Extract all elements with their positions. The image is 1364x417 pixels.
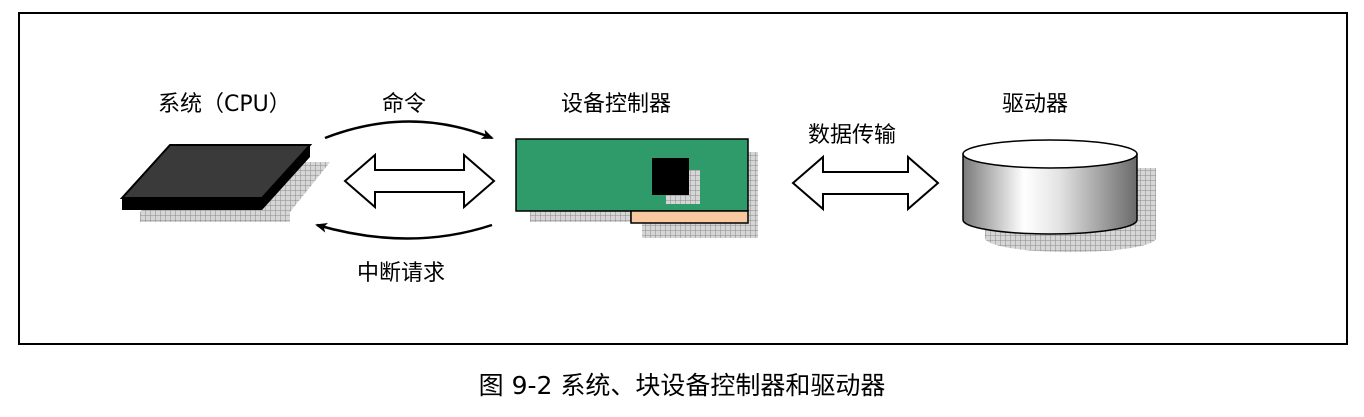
- bidirectional-arrow-left: [343, 152, 496, 210]
- command-label: 命令: [382, 92, 427, 117]
- interrupt-label: 中断请求: [357, 261, 446, 286]
- controller-label: 设备控制器: [561, 92, 672, 117]
- interrupt-arrow: [315, 222, 493, 240]
- drive-label: 驱动器: [1002, 92, 1069, 117]
- cpu-label: 系统（CPU）: [158, 92, 291, 117]
- bidirectional-arrow-right: [791, 154, 940, 212]
- diagram-frame: [18, 12, 1348, 345]
- cpu-icon: [119, 144, 330, 222]
- command-arrow: [324, 120, 494, 140]
- data-transfer-label: 数据传输: [808, 123, 897, 148]
- disk-drive-icon: [962, 139, 1156, 253]
- figure-caption: 图 9-2 系统、块设备控制器和驱动器: [478, 371, 886, 400]
- controller-card-icon: [515, 138, 758, 238]
